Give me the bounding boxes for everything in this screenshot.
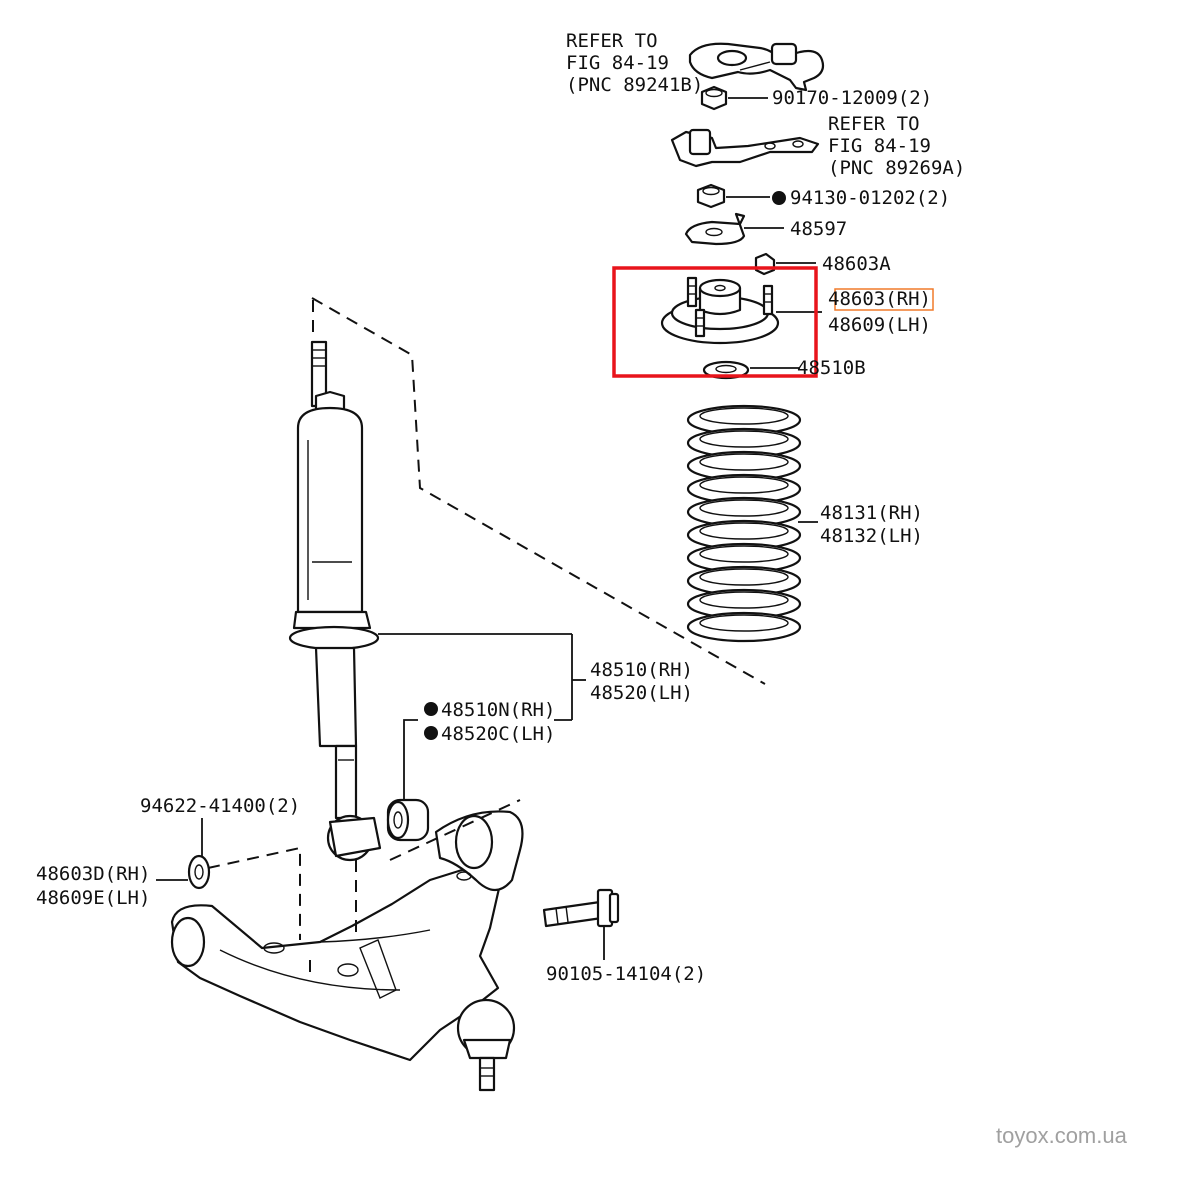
- label-94130: 94130-01202(2): [790, 187, 950, 209]
- watermark: toyox.com.ua: [996, 1123, 1128, 1148]
- shock-absorber-illustration: [288, 340, 572, 862]
- label-48603A: 48603A: [822, 253, 891, 275]
- filled-circle-bullet-icon: [772, 191, 786, 205]
- label-48132-lh: 48132(LH): [820, 525, 923, 547]
- highlight-box: [612, 266, 818, 378]
- label-48603-rh: 48603(RH): [828, 288, 931, 310]
- filled-circle-bullet-icon: [424, 702, 438, 716]
- washer-94622-illustration: [156, 818, 211, 890]
- coil-spring-illustration: [686, 404, 802, 643]
- spring-coil-inner: [699, 545, 789, 563]
- label-48609E-lh: 48609E(LH): [36, 887, 150, 909]
- strut-mount-illustration: [660, 276, 822, 345]
- label-90170: 90170-12009(2): [772, 87, 932, 109]
- label-48131-rh: 48131(RH): [820, 502, 923, 524]
- sensor-bracket-illustration: [670, 128, 820, 168]
- label-48603D-rh: 48603D(RH): [36, 863, 150, 885]
- lower-control-arm-illustration: [170, 810, 524, 1092]
- label-48510N-rh: 48510N(RH): [441, 699, 555, 721]
- nut-94130-illustration: [696, 183, 786, 209]
- height-sensor-illustration: [688, 42, 825, 92]
- lower-arm-dashed-lines: [207, 799, 521, 980]
- assembly-dashed-outline: [311, 297, 766, 685]
- refer-2-line2: FIG 84-19: [828, 135, 931, 157]
- label-48510-rh: 48510(RH): [590, 659, 693, 681]
- bushing-48510N-illustration: [386, 634, 586, 842]
- spring-coil-inner: [699, 499, 789, 517]
- spring-coil-inner: [699, 591, 789, 609]
- nut-48603A-illustration: [754, 252, 816, 276]
- bracket-48597-illustration: [684, 212, 784, 246]
- bolt-90105-illustration: [542, 888, 620, 960]
- spring-coil-inner: [699, 453, 789, 471]
- spring-coil-turn: [686, 611, 802, 643]
- part-labels: REFER TO FIG 84-19 (PNC 89241B) 90170-12…: [36, 30, 965, 985]
- spring-coil-inner: [699, 614, 789, 632]
- refer-1-line2: FIG 84-19: [566, 52, 669, 74]
- label-48597: 48597: [790, 218, 847, 240]
- refer-1-line1: REFER TO: [566, 30, 658, 52]
- label-48520-lh: 48520(LH): [590, 682, 693, 704]
- refer-2-line3: (PNC 89269A): [828, 157, 965, 179]
- spring-coil-inner: [699, 522, 789, 540]
- label-48520C-lh: 48520C(LH): [441, 723, 555, 745]
- highlight-text-box: [834, 288, 934, 311]
- washer-48510B-illustration: [702, 360, 800, 380]
- filled-circle-bullet-icon: [424, 726, 438, 740]
- spring-coil-inner: [699, 430, 789, 448]
- refer-2-line1: REFER TO: [828, 113, 920, 135]
- label-94622: 94622-41400(2): [140, 795, 300, 817]
- spring-coil-inner: [699, 568, 789, 586]
- spring-coil-inner: [699, 476, 789, 494]
- spring-coil-inner: [699, 407, 789, 425]
- nut-90170-illustration: [700, 85, 768, 111]
- label-48609-lh: 48609(LH): [828, 314, 931, 336]
- refer-1-line3: (PNC 89241B): [566, 74, 703, 96]
- label-90105: 90105-14104(2): [546, 963, 706, 985]
- label-48510B: 48510B: [797, 357, 866, 379]
